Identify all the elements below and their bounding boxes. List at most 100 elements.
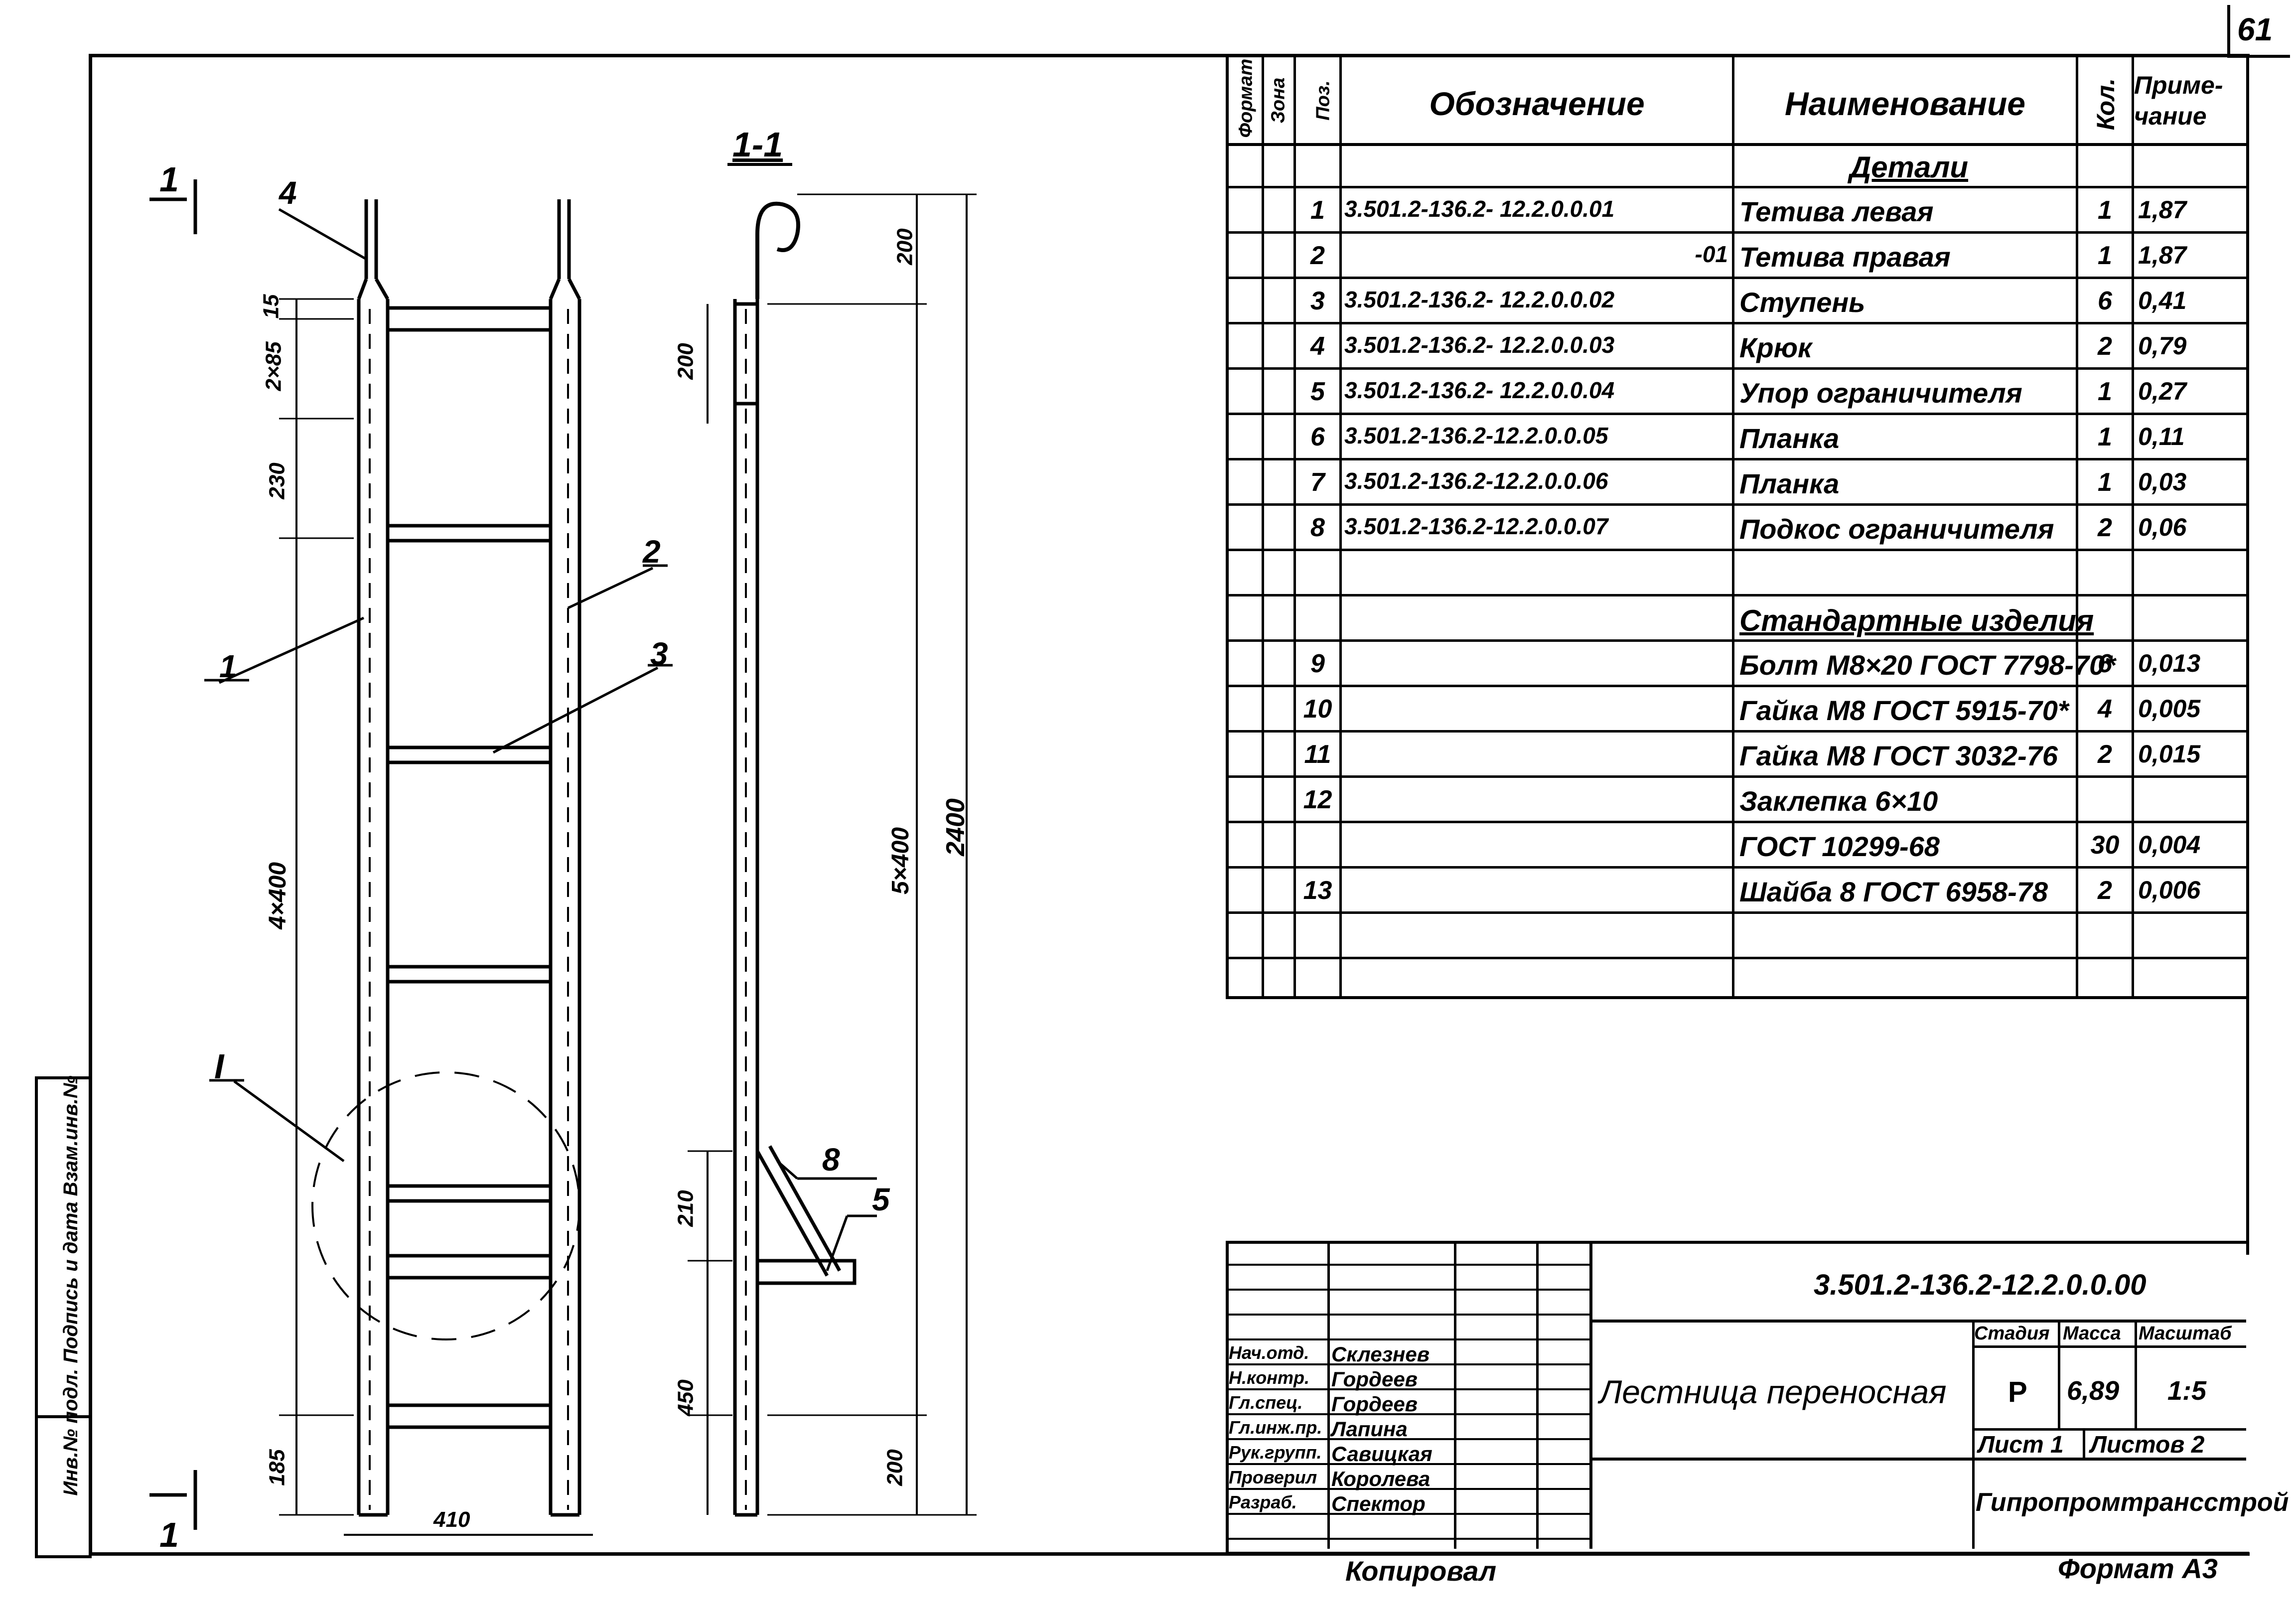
title-grid-col: [1589, 1241, 1592, 1549]
spec-pos: 5: [1310, 377, 1325, 406]
dim-15: 15: [259, 294, 284, 319]
spec-name: Детали: [1849, 150, 1969, 184]
sheet-label: Лист 1: [1978, 1432, 2064, 1458]
signature-name: Савицкая: [1331, 1442, 1433, 1466]
title-code-line: [1589, 1320, 2246, 1323]
spec-pos: 12: [1303, 785, 1332, 814]
spec-rows: [1229, 143, 2249, 999]
sec-dim-200-bottom: 200: [882, 1449, 907, 1486]
title-grid-col: [1536, 1241, 1539, 1549]
callout-4: 4: [279, 175, 297, 211]
spec-qty: 1: [2098, 377, 2112, 406]
spec-designation: 3.501.2-136.2- 12.2.0.0.02: [1344, 287, 1615, 312]
sheets-label: Листов 2: [2090, 1432, 2205, 1458]
title-sheet-hline: [1972, 1428, 2246, 1431]
dim-185: 185: [265, 1449, 289, 1486]
mass-label: Масса: [2063, 1323, 2121, 1344]
header-qty: Кол.: [2092, 78, 2120, 131]
spec-name: Болт М8×20 ГОСТ 7798-70*: [1739, 649, 2116, 681]
stage-label: Стадия: [1974, 1323, 2050, 1344]
spec-designation: 3.501.2-136.2-12.2.0.0.06: [1344, 468, 1608, 494]
copied-by: Копировал: [1345, 1555, 1497, 1587]
title-mass-col: [2058, 1320, 2060, 1429]
spec-name: Крюк: [1739, 332, 1812, 363]
spec-note: 0,004: [2138, 831, 2201, 859]
spec-note: 0,27: [2138, 377, 2187, 405]
title-scale-col: [2135, 1320, 2137, 1429]
dim-2x85: 2×85: [261, 341, 286, 391]
header-zone: Зона: [1268, 77, 1289, 124]
page-number: 61: [2237, 11, 2273, 47]
ladder-drawing: [149, 163, 977, 1536]
spec-qty: 6: [2098, 287, 2112, 315]
spec-note: 0,06: [2138, 513, 2187, 541]
spec-designation: 3.501.2-136.2-12.2.0.0.07: [1344, 513, 1608, 539]
scale-label: Масштаб: [2139, 1323, 2232, 1344]
drawing-frame: [89, 54, 2250, 1556]
scale-value: 1:5: [2167, 1376, 2207, 1406]
sec-dim-200-top: 200: [892, 228, 917, 265]
header-pos: Поз.: [1312, 80, 1334, 121]
title-grid: [1226, 1241, 1589, 1549]
organization: Гипропромтрансстрой: [1976, 1488, 2289, 1517]
title-grid-col: [1454, 1241, 1456, 1549]
spec-note: 0,41: [2138, 287, 2187, 314]
spec-name: Тетива правая: [1739, 241, 1951, 273]
spec-note: 0,005: [2138, 695, 2201, 723]
stage-value: Р: [2008, 1376, 2027, 1408]
section-mark-bottom: 1: [159, 1515, 179, 1554]
header-format: Формат: [1235, 58, 1257, 138]
mass-value: 6,89: [2067, 1376, 2120, 1406]
section-title: 1-1: [732, 125, 783, 164]
spec-note: 0,11: [2138, 423, 2185, 450]
spec-qty: 1: [2098, 196, 2112, 225]
callout-1: 1: [219, 648, 237, 684]
side-stamp-divider: [35, 1415, 89, 1418]
spec-designation: 3.501.2-136.2-12.2.0.0.05: [1344, 423, 1608, 448]
signature-role: Рук.групп.: [1229, 1442, 1322, 1463]
spec-qty: 4: [2098, 695, 2112, 724]
signature-role: Разраб.: [1229, 1492, 1297, 1512]
signature-name: Гордеев: [1331, 1392, 1418, 1416]
spec-pos: 9: [1310, 649, 1325, 678]
sec-dim-5x400: 5×400: [887, 827, 914, 894]
spec-designation: 3.501.2-136.2- 12.2.0.0.04: [1344, 377, 1615, 403]
detail-mark: I: [214, 1047, 224, 1086]
spec-note: 0,013: [2138, 649, 2201, 677]
header-note: Приме- чание: [2134, 71, 2223, 130]
spec-note: 0,015: [2138, 740, 2201, 768]
spec-pos: 11: [1304, 740, 1331, 769]
spec-qty: 6: [2098, 649, 2112, 678]
spec-qty: 1: [2098, 241, 2112, 270]
header-name: Наименование: [1785, 85, 2025, 122]
sec-dim-210: 210: [673, 1190, 698, 1227]
spec-name: Упор ограничителя: [1739, 377, 2022, 409]
section-mark-top: 1: [159, 160, 179, 199]
spec-pos: 13: [1303, 876, 1332, 905]
sec-dim-2400: 2400: [941, 798, 970, 856]
dim-410: 410: [433, 1507, 470, 1532]
spec-name: ГОСТ 10299-68: [1739, 831, 1940, 862]
spec-name: Гайка М8 ГОСТ 3032-76: [1739, 740, 2058, 771]
spec-name: Заклепка 6×10: [1739, 785, 1938, 817]
sec-dim-450: 450: [673, 1379, 698, 1416]
spec-name: Гайка М8 ГОСТ 5915-70*: [1739, 695, 2069, 726]
spec-pos: 3: [1310, 287, 1325, 315]
dim-4x400: 4×400: [264, 862, 291, 929]
side-stamp: [35, 1076, 92, 1558]
sec-dim-200-hook: 200: [673, 343, 698, 380]
doc-title: Лестница переносная: [1599, 1373, 1947, 1410]
spec-name: Шайба 8 ГОСТ 6958-78: [1739, 876, 2048, 907]
title-name-line: [1589, 1458, 2246, 1461]
spec-pos: 4: [1310, 332, 1325, 361]
signature-role: Нач.отд.: [1229, 1342, 1309, 1363]
spec-note: 1,87: [2138, 196, 2187, 224]
callout-8: 8: [822, 1142, 840, 1178]
spec-pos: 8: [1310, 513, 1325, 542]
spec-pos: 1: [1310, 196, 1325, 225]
spec-name: Тетива левая: [1739, 196, 1934, 227]
signature-role: Проверил: [1229, 1467, 1317, 1487]
spec-qty: 1: [2098, 423, 2112, 451]
spec-pos: 7: [1310, 468, 1325, 497]
callout-2: 2: [643, 534, 661, 570]
